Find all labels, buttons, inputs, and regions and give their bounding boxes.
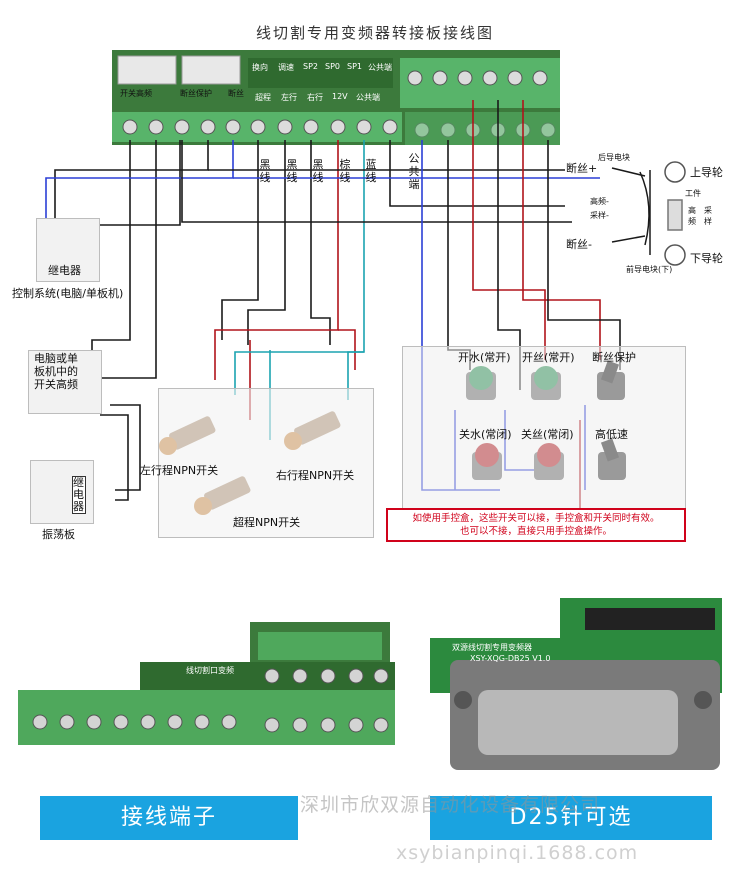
label-vertical-hf: 高频 bbox=[688, 206, 696, 226]
switch-hf-box bbox=[28, 350, 102, 414]
wire-label-black-1: 黑线 bbox=[259, 158, 271, 184]
label-sample-minus: 采样- bbox=[590, 211, 609, 220]
watermark-url: xsybianpinqi.1688.com bbox=[396, 842, 639, 864]
switch-hf-label: 电脑或单板机中的开关高频 bbox=[34, 352, 78, 391]
board-label-wire: 断丝 bbox=[228, 89, 244, 98]
board-label-sp1: SP1 bbox=[347, 62, 362, 71]
label-hf-minus: 高频- bbox=[590, 197, 609, 206]
board-label-12v: 12V bbox=[332, 92, 348, 101]
sensor-over-label: 超程NPN开关 bbox=[233, 516, 301, 529]
board-label-common: 公共端 bbox=[368, 63, 392, 72]
lower-wheel-icon bbox=[664, 244, 686, 266]
pcb-text-2: XSY-XQG-DB25 V1.0 bbox=[470, 654, 551, 663]
board-label-sp0: SP0 bbox=[325, 62, 340, 71]
board-photo-screws bbox=[32, 668, 389, 733]
label-top-guide-block: 后导电块 bbox=[598, 153, 630, 162]
board-label-right: 右行 bbox=[307, 93, 323, 102]
hand-box-note-line2: 也可以不接，直接只用手控盒操作。 bbox=[459, 526, 612, 537]
pcb-text-1: 双源线切割专用变频器 bbox=[452, 643, 532, 652]
label-pump-on: 开水(常开) bbox=[458, 351, 511, 364]
board-label-common-2: 公共端 bbox=[356, 93, 380, 102]
label-vertical-sample: 采样 bbox=[704, 206, 712, 226]
board-label-switch-hf: 开关高频 bbox=[120, 89, 152, 98]
sensor-right-label: 右行程NPN开关 bbox=[276, 469, 355, 482]
diagram-title: 线切割专用变频器转接板接线图 bbox=[255, 24, 494, 42]
osc-relay-label: 继电器 bbox=[72, 476, 86, 514]
sensor-left-label: 左行程NPN开关 bbox=[140, 464, 219, 477]
guide-wheel-drawing bbox=[611, 161, 686, 266]
label-workpiece: 工件 bbox=[685, 189, 701, 198]
banner-db25: D25针可选 bbox=[430, 796, 712, 840]
board-label-left: 左行 bbox=[281, 93, 297, 102]
connector-block-1 bbox=[117, 55, 177, 85]
hand-box-note-line1: 如使用手控盒，这些开关可以接，手控盒和开关同时有效。 bbox=[412, 513, 660, 524]
relay-caption: 控制系统(电脑/单板机) bbox=[12, 287, 124, 300]
wire-label-blue: 蓝线 bbox=[365, 158, 377, 184]
wire-label-common: 公共端 bbox=[408, 152, 420, 191]
board-photo-title: 线切割口变频 bbox=[186, 666, 234, 675]
label-pump-off: 关水(常闭) bbox=[459, 428, 512, 441]
upper-wheel-icon bbox=[664, 161, 686, 183]
label-wire-break-minus: 断丝- bbox=[566, 238, 592, 251]
osc-caption: 振荡板 bbox=[42, 528, 75, 541]
label-bottom-guide-block: 前导电块(下) bbox=[626, 265, 673, 274]
board-label-area bbox=[248, 58, 393, 88]
board-label-speed: 调速 bbox=[278, 63, 294, 72]
board-label-reverse: 换向 bbox=[252, 63, 268, 72]
db25-pcb-photo bbox=[430, 598, 722, 770]
relay-box-label: 继电器 bbox=[48, 264, 81, 277]
label-speed: 高低速 bbox=[595, 428, 628, 441]
label-wire-break: 断丝保护 bbox=[592, 351, 636, 364]
sensor-panel bbox=[158, 388, 374, 538]
relay-box bbox=[36, 218, 100, 282]
label-lower-wheel: 下导轮 bbox=[690, 252, 723, 265]
banner-terminal: 接线端子 bbox=[40, 796, 298, 840]
board-label-overtravel: 超程 bbox=[255, 93, 271, 102]
label-upper-wheel: 上导轮 bbox=[690, 166, 723, 179]
board-label-wire-guard: 断丝保护 bbox=[180, 89, 212, 98]
connector-block-2 bbox=[181, 55, 241, 85]
wire-label-black-2: 黑线 bbox=[286, 158, 298, 184]
label-wire-break-plus: 断丝+ bbox=[566, 162, 598, 175]
wire-label-brown: 棕线 bbox=[339, 158, 351, 184]
wire-label-black-3: 黑线 bbox=[312, 158, 324, 184]
label-wire-off: 关丝(常闭) bbox=[521, 428, 574, 441]
board-label-sp2: SP2 bbox=[303, 62, 318, 71]
hand-box-note: 如使用手控盒，这些开关可以接，手控盒和开关同时有效。 也可以不接，直接只用手控盒… bbox=[386, 508, 686, 542]
right-terminal-block bbox=[400, 58, 560, 108]
watermark-company: 深圳市欣双源自动化设备有限公司 bbox=[300, 794, 601, 816]
label-wire-on: 开丝(常开) bbox=[522, 351, 575, 364]
